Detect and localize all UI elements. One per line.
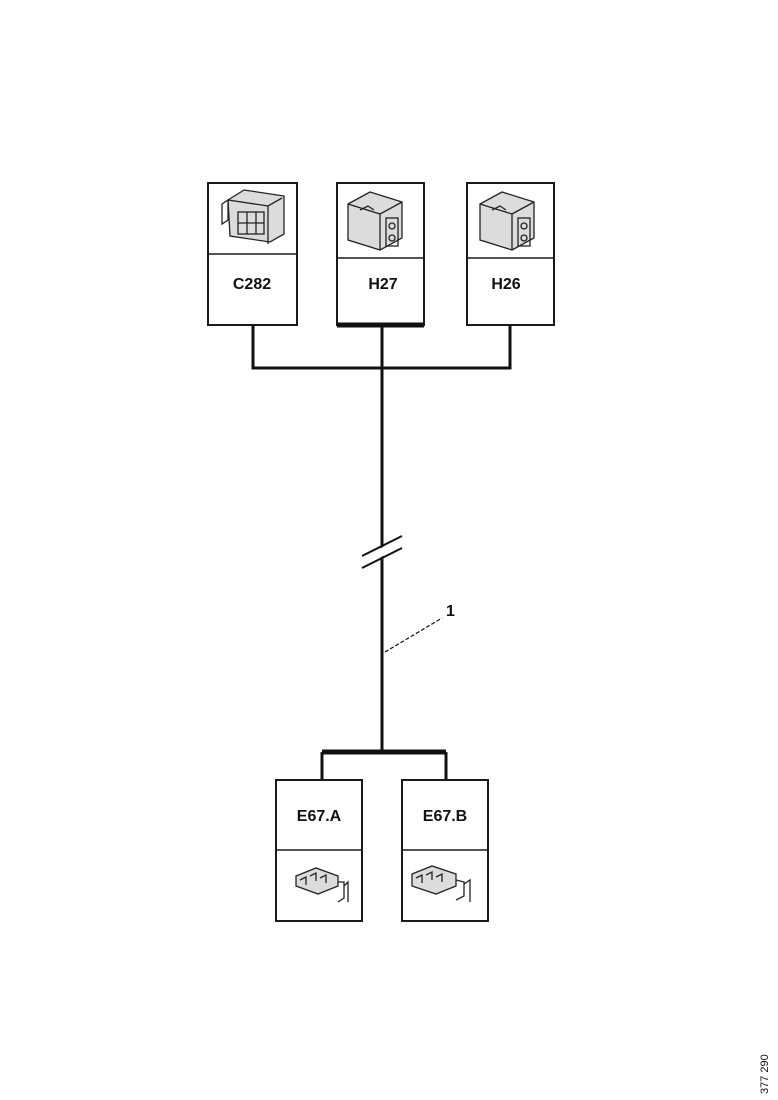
connector-code: H26 <box>491 276 520 293</box>
top-harness <box>251 322 512 750</box>
multi-pin-connector-icon <box>221 189 285 244</box>
housing-connector-icon <box>479 191 535 251</box>
callout-number: 1 <box>446 603 455 620</box>
document-number: 377 290 <box>759 1054 771 1094</box>
connector-c282[interactable]: C282 <box>207 182 298 326</box>
terminal-connector-icon <box>411 865 471 902</box>
connector-code: H27 <box>368 276 397 293</box>
connector-code: E67.B <box>423 808 467 825</box>
bottom-harness <box>320 749 448 780</box>
connector-h26[interactable]: H26 <box>466 182 555 326</box>
terminal-connector-icon <box>295 867 349 903</box>
connector-h27[interactable]: H27 <box>336 182 425 326</box>
connector-e67a[interactable]: E67.A <box>275 779 363 922</box>
connector-code: C282 <box>233 276 271 293</box>
connector-code: E67.A <box>297 808 342 825</box>
break-mark <box>361 535 403 569</box>
housing-connector-icon <box>347 191 403 251</box>
callout-1: 1 <box>384 603 455 653</box>
connector-e67b[interactable]: E67.B <box>401 779 489 922</box>
